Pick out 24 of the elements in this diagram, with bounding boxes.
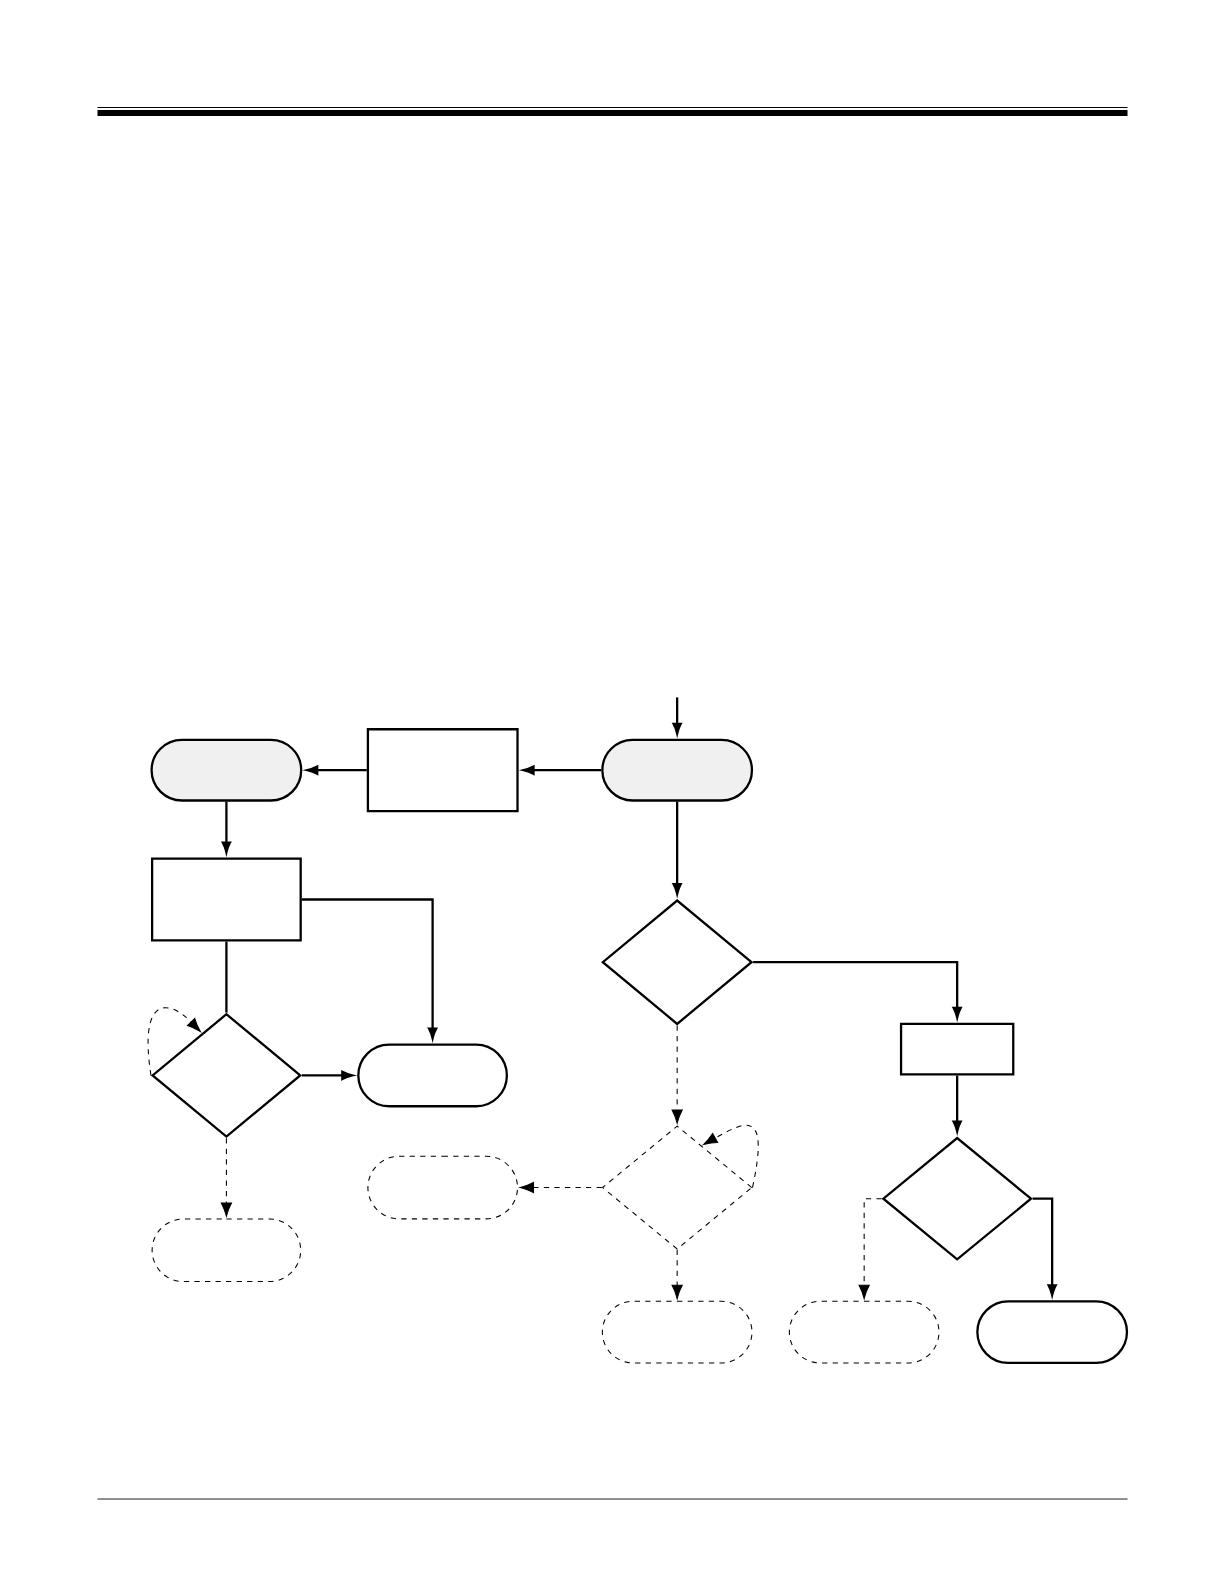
- decision-diamond: [601, 1125, 753, 1250]
- arrow: [1032, 1197, 1057, 1297]
- terminator-shape: [367, 1155, 519, 1220]
- terminator-shape: [150, 738, 303, 802]
- terminator-shape: [601, 1300, 753, 1364]
- terminator-shape: [151, 1218, 302, 1283]
- decision-diamond: [881, 1136, 1033, 1261]
- arrow: [220, 1137, 232, 1217]
- arrow: [522, 765, 602, 775]
- terminator-shape: [976, 1300, 1129, 1365]
- arrow: [147, 1007, 201, 1076]
- arrow: [858, 1198, 883, 1300]
- process-box: [151, 857, 302, 942]
- arrow: [952, 1075, 962, 1133]
- arrow: [703, 1124, 759, 1189]
- process-box: [899, 1022, 1015, 1076]
- arrow: [671, 1024, 683, 1124]
- arrow: [671, 1249, 683, 1300]
- terminator-shape: [601, 738, 754, 802]
- connector-line: [225, 941, 228, 1013]
- process-box: [366, 728, 519, 813]
- terminator-shape: [788, 1300, 940, 1364]
- arrow: [519, 1181, 603, 1194]
- terminator-shape: [357, 1043, 508, 1108]
